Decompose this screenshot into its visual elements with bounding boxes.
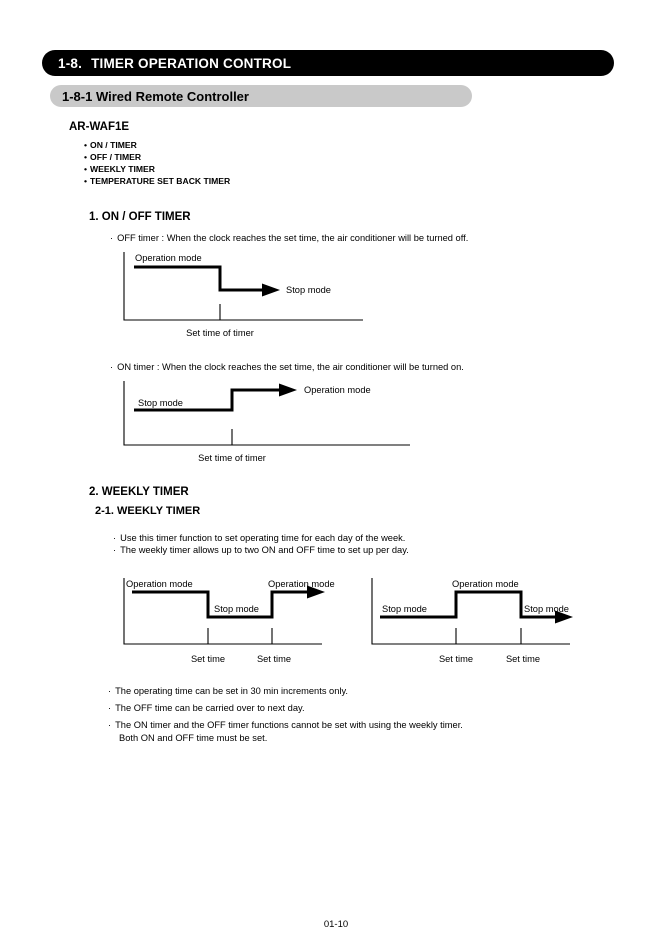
waveform-path [134,388,282,412]
label-set-time-of-timer: Set time of timer [186,328,254,338]
note-carry-over: ·The OFF time can be carried over to nex… [108,702,305,715]
subheading-weekly-timer: 2-1. WEEKLY TIMER [95,505,201,517]
note-text: The OFF time can be carried over to next… [115,703,305,713]
bullet-glyph: • [84,176,88,186]
label-operation-mode: Operation mode [135,253,202,263]
feature-list: •ON / TIMER •OFF / TIMER •WEEKLY TIMER •… [84,139,230,187]
waveform-path [134,265,265,292]
page-number: 01-10 [323,919,349,930]
section-title: TIMER OPERATION CONTROL [91,55,292,71]
label-stop-mode: Stop mode [286,285,331,295]
arrow-head-icon [279,383,297,397]
bullet-glyph: · [113,533,117,543]
list-item: •TEMPERATURE SET BACK TIMER [84,175,230,187]
diagram-axes [123,381,410,446]
note-text: The operating time can be set in 30 min … [115,686,348,696]
diagram-axes [123,252,363,321]
weekly-timer-diagram-left: Operation mode Stop mode Operation mode … [110,568,350,668]
bullet-glyph: · [108,720,112,730]
section-number: 1-8. [58,55,83,71]
note-weekly-use: ·Use this timer function to set operatin… [113,532,405,545]
arrow-head-icon [555,610,573,624]
note-increments: ·The operating time can be set in 30 min… [108,685,348,698]
heading-on-off-timer: 1. ON / OFF TIMER [89,211,191,223]
note-text: ON timer : When the clock reaches the se… [117,362,464,372]
note-weekly-limit: ·The weekly timer allows up to two ON an… [113,544,409,557]
list-item: •OFF / TIMER [84,151,230,163]
arrow-head-icon [262,283,280,297]
diagram-axes [371,578,570,645]
weekly-timer-diagram-right: Stop mode Operation mode Stop mode Set t… [358,568,598,668]
note-text: OFF timer : When the clock reaches the s… [117,233,469,243]
bullet-glyph: · [110,362,114,372]
label-set-time-1: Set time [439,654,473,664]
note-text: Use this timer function to set operating… [120,533,406,543]
bullet-glyph: · [110,233,114,243]
waveform-path [380,590,558,619]
note-text: The weekly timer allows up to two ON and… [120,545,409,555]
feature-label: WEEKLY TIMER [90,164,155,174]
bullet-glyph: • [84,164,88,174]
model-name: AR-WAF1E [69,121,130,133]
feature-label: ON / TIMER [90,140,137,150]
heading-weekly-timer: 2. WEEKLY TIMER [89,486,189,498]
subsection-header-bar: 1-8-1 Wired Remote Controller [50,85,472,107]
label-operation-mode: Operation mode [452,579,519,589]
subsection-title: 1-8-1 Wired Remote Controller [62,88,249,104]
feature-label: TEMPERATURE SET BACK TIMER [90,176,231,186]
note-text-continuation: Both ON and OFF time must be set. [119,733,268,743]
note-text: The ON timer and the OFF timer functions… [115,720,463,730]
list-item: •ON / TIMER [84,139,230,151]
note-exclusive: ·The ON timer and the OFF timer function… [108,719,463,745]
note-on-timer: ·ON timer : When the clock reaches the s… [110,361,464,374]
waveform-path [132,590,310,619]
section-header-bar: 1-8. TIMER OPERATION CONTROL [42,50,614,76]
label-operation-mode-start: Operation mode [126,579,193,589]
bullet-glyph: • [84,152,88,162]
label-set-time-of-timer: Set time of timer [198,453,266,463]
off-timer-diagram: Operation mode Stop mode Set time of tim… [110,244,390,340]
bullet-glyph: • [84,140,88,150]
bullet-glyph: · [108,703,112,713]
feature-label: OFF / TIMER [90,152,142,162]
label-stop-mode: Stop mode [214,604,259,614]
label-set-time-1: Set time [191,654,225,664]
list-item: •WEEKLY TIMER [84,163,230,175]
note-off-timer: ·OFF timer : When the clock reaches the … [110,232,468,245]
on-timer-diagram: Stop mode Operation mode Set time of tim… [110,373,430,469]
label-stop-mode-end: Stop mode [524,604,569,614]
label-operation-mode: Operation mode [304,385,371,395]
label-set-time-2: Set time [506,654,540,664]
label-stop-mode-start: Stop mode [382,604,427,614]
arrow-head-icon [307,585,325,599]
label-operation-mode-end: Operation mode [268,579,335,589]
diagram-axes [123,578,322,645]
bullet-glyph: · [108,686,112,696]
bullet-glyph: · [113,545,117,555]
label-set-time-2: Set time [257,654,291,664]
label-stop-mode: Stop mode [138,398,183,408]
